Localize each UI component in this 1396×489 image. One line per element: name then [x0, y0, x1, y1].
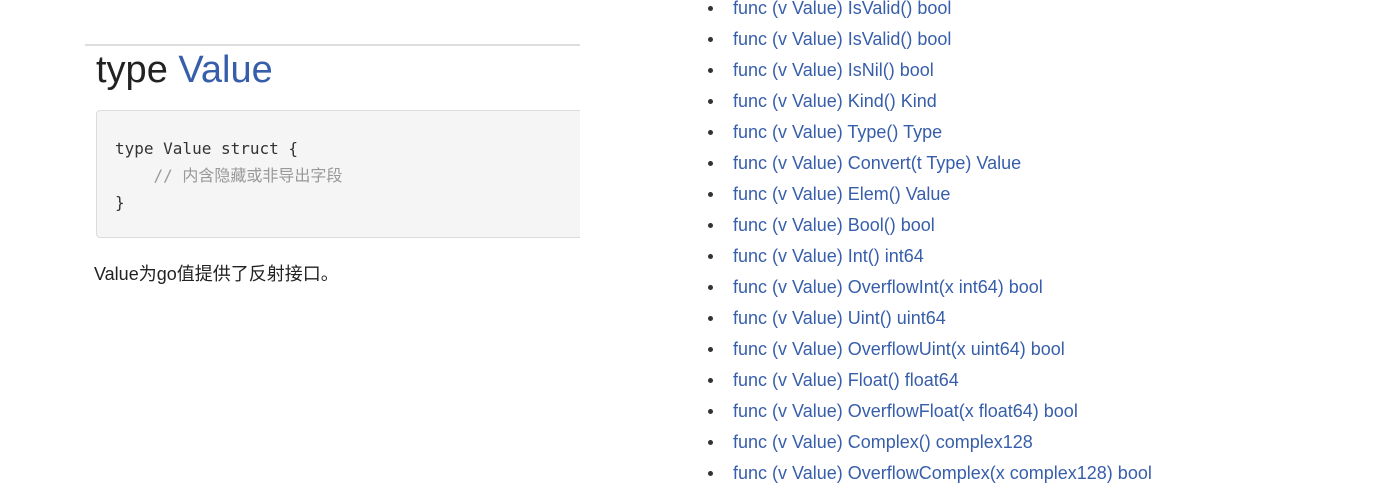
bullet-icon	[708, 347, 713, 352]
bullet-icon	[708, 192, 713, 197]
type-doc-panel: type Value type Value struct { // 内含隐藏或非…	[85, 0, 580, 482]
method-list-item: func (v Value) Int() int64	[700, 241, 1360, 272]
method-link[interactable]: func (v Value) OverflowComplex(x complex…	[733, 463, 1152, 483]
method-list-item: func (v Value) Elem() Value	[700, 179, 1360, 210]
bullet-icon	[708, 254, 713, 259]
method-link[interactable]: func (v Value) Float() float64	[733, 370, 959, 390]
bullet-icon	[708, 99, 713, 104]
method-list-item: func (v Value) Kind() Kind	[700, 86, 1360, 117]
bullet-icon	[708, 37, 713, 42]
bullet-icon	[708, 471, 713, 476]
bullet-icon	[708, 316, 713, 321]
method-list-item: func (v Value) OverflowFloat(x float64) …	[700, 396, 1360, 427]
method-index-panel: func (v Value) IsValid() bool func (v Va…	[700, 0, 1360, 483]
bullet-icon	[708, 285, 713, 290]
method-link[interactable]: func (v Value) Complex() complex128	[733, 432, 1033, 452]
method-list: func (v Value) IsValid() bool func (v Va…	[700, 0, 1360, 489]
type-heading: type Value	[96, 46, 273, 94]
method-link[interactable]: func (v Value) Elem() Value	[733, 184, 951, 204]
bullet-icon	[708, 6, 713, 11]
method-list-item: func (v Value) IsValid() bool	[700, 0, 1360, 24]
method-link[interactable]: func (v Value) OverflowUint(x uint64) bo…	[733, 339, 1065, 359]
method-link[interactable]: func (v Value) Kind() Kind	[733, 91, 937, 111]
method-list-item: func (v Value) IsNil() bool	[700, 55, 1360, 86]
method-list-item: func (v Value) Float() float64	[700, 365, 1360, 396]
method-list-item: func (v Value) Uint() uint64	[700, 303, 1360, 334]
method-link[interactable]: func (v Value) Convert(t Type) Value	[733, 153, 1022, 173]
method-list-item: func (v Value) Complex() complex128	[700, 427, 1360, 458]
method-link[interactable]: func (v Value) IsNil() bool	[733, 60, 934, 80]
bullet-icon	[708, 130, 713, 135]
code-line: }	[115, 193, 125, 212]
method-list-item: func (v Value) Convert(t Type) Value	[700, 148, 1360, 179]
method-link[interactable]: func (v Value) Uint() uint64	[733, 308, 946, 328]
method-list-item: func (v Value) OverflowComplex(x complex…	[700, 458, 1360, 489]
bullet-icon	[708, 68, 713, 73]
section-divider	[85, 44, 580, 46]
method-link[interactable]: func (v Value) IsValid() bool	[733, 29, 952, 49]
method-link[interactable]: func (v Value) Int() int64	[733, 246, 924, 266]
method-link[interactable]: func (v Value) OverflowInt(x int64) bool	[733, 277, 1043, 297]
bullet-icon	[708, 161, 713, 166]
bullet-icon	[708, 378, 713, 383]
code-line: type Value struct {	[115, 139, 299, 158]
method-link[interactable]: func (v Value) IsValid() bool	[733, 0, 952, 18]
bullet-icon	[708, 223, 713, 228]
method-list-item: func (v Value) OverflowUint(x uint64) bo…	[700, 334, 1360, 365]
method-list-item: func (v Value) Type() Type	[700, 117, 1360, 148]
method-link[interactable]: func (v Value) OverflowFloat(x float64) …	[733, 401, 1078, 421]
type-keyword: type	[96, 49, 168, 91]
type-name-link[interactable]: Value	[178, 49, 273, 91]
type-definition-code-block: type Value struct { // 内含隐藏或非导出字段}	[96, 110, 580, 238]
method-list-item: func (v Value) IsValid() bool	[700, 24, 1360, 55]
bullet-icon	[708, 409, 713, 414]
method-list-item: func (v Value) Bool() bool	[700, 210, 1360, 241]
method-link[interactable]: func (v Value) Bool() bool	[733, 215, 935, 235]
type-description: Value为go值提供了反射接口。	[94, 264, 339, 284]
method-list-item: func (v Value) OverflowInt(x int64) bool	[700, 272, 1360, 303]
bullet-icon	[708, 440, 713, 445]
code-comment-line: // 内含隐藏或非导出字段	[115, 166, 343, 185]
method-link[interactable]: func (v Value) Type() Type	[733, 122, 943, 142]
